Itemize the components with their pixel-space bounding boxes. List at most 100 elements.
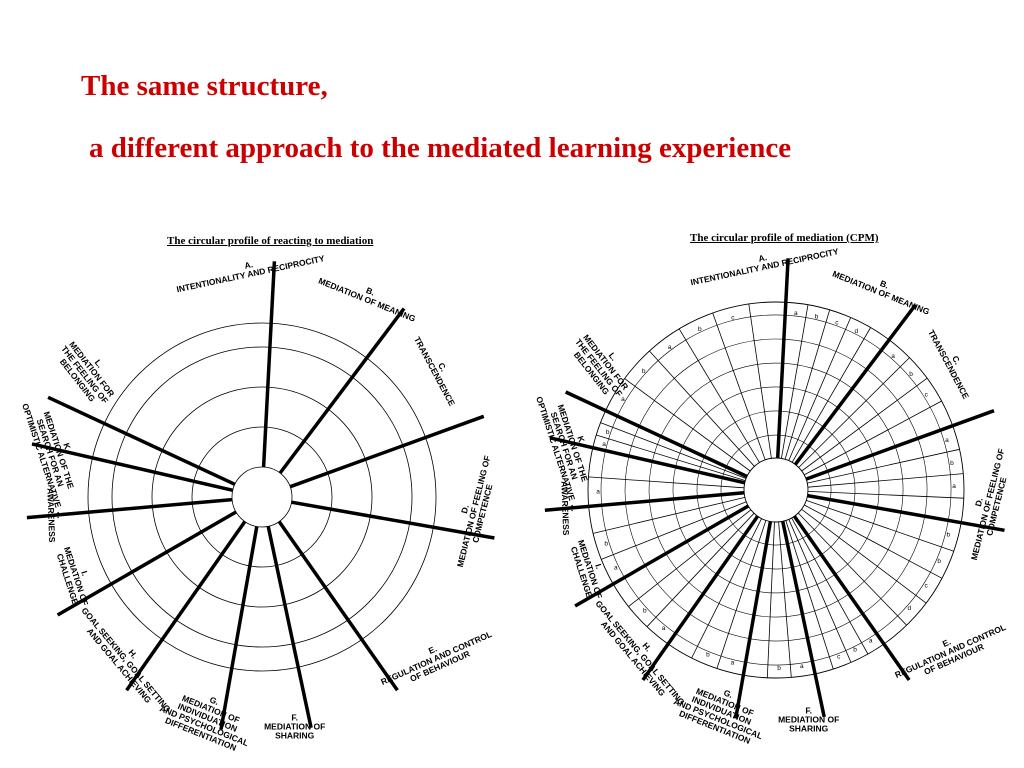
left-axis-l [47, 395, 236, 486]
right-grid-arc [785, 314, 882, 351]
left-axis-c [289, 414, 485, 489]
right-grid-arc [675, 633, 746, 663]
right-grid-arc [725, 434, 779, 467]
right-sub-axis [766, 521, 775, 678]
left-axis-d [291, 500, 495, 540]
right-grid-arc [876, 520, 949, 634]
right-sub-axis [588, 476, 745, 489]
right-sub-letter: b [815, 314, 819, 321]
right-sub-axis [646, 513, 755, 627]
right-sub-letter: b [777, 665, 781, 672]
left-axis-k [31, 442, 234, 493]
right-sub-letter: b [937, 558, 941, 565]
right-sub-letter: a [602, 441, 606, 448]
right-sub-letter: a [662, 625, 666, 632]
right-grid-arc [762, 567, 793, 570]
right-grid-arc [783, 338, 868, 370]
right-grid-arc [625, 503, 646, 566]
right-sub-axis [788, 519, 852, 663]
right-grid-arc [780, 410, 824, 428]
left-axis-f [266, 525, 313, 729]
left-axis-a [261, 261, 277, 468]
right-grid-arc [675, 446, 683, 467]
right-sub-axis [596, 434, 746, 481]
right-sub-axis [801, 377, 928, 472]
right-grid-arc [698, 456, 705, 473]
right-grid-arc [778, 434, 810, 447]
right-grid-arc [808, 445, 828, 472]
right-grid-arc [624, 577, 676, 634]
right-grid-arc [812, 633, 877, 662]
right-sub-letter: b [909, 371, 913, 378]
right-grid-arc [689, 613, 750, 639]
left-ring-4 [111, 346, 413, 648]
right-diagram-caption: The circular profile of mediation (CPM) [690, 232, 879, 244]
right-axis-f [780, 520, 826, 718]
right-sub-axis [784, 309, 831, 460]
right-axis-g [733, 521, 773, 719]
right-axis-b [793, 303, 917, 466]
right-sub-letter: b [604, 541, 608, 548]
right-grid-arc [749, 637, 808, 642]
right-sub-axis [593, 497, 745, 534]
right-label-h: H.GOAL SEEKING, GOAL SETTINGAND GOAL ACH… [587, 593, 694, 713]
right-sub-letter: c [837, 654, 841, 661]
right-sub-axis [788, 317, 852, 461]
right-axis-c [805, 409, 995, 481]
right-sub-letter: b [698, 326, 702, 333]
right-axis-d [807, 493, 1005, 533]
right-grid-arc [895, 446, 904, 513]
right-sub-letter: c [925, 392, 929, 399]
right-sub-axis [785, 520, 834, 670]
right-axis-a [775, 258, 790, 459]
right-sub-axis [791, 517, 869, 655]
right-sub-letter: b [642, 368, 646, 375]
right-grid-arc [862, 516, 925, 614]
left-axis-e [277, 520, 399, 692]
right-sub-letter: a [731, 660, 735, 667]
right-grid-arc [665, 553, 704, 595]
left-label-j: J.AWARENESS [45, 488, 66, 543]
right-grid-arc [807, 499, 831, 536]
right-sub-letter: b [643, 607, 647, 614]
right-grid-arc [852, 388, 896, 447]
right-sub-letter: b [946, 532, 950, 539]
right-sub-axis [778, 521, 792, 678]
right-grid-arc [917, 438, 928, 517]
left-axis-g [219, 526, 259, 730]
left-ring-1 [231, 466, 293, 528]
right-axis-k [549, 436, 746, 485]
right-grid-arc [744, 534, 767, 545]
right-sub-letter: d [854, 328, 858, 335]
right-sub-letter: a [945, 437, 949, 444]
right-grid-arc [682, 386, 782, 447]
right-inner-ring [743, 457, 809, 523]
headline-line-1: The same structure, [81, 70, 328, 102]
right-grid-arc [703, 593, 754, 616]
right-sub-axis [791, 327, 871, 463]
right-grid-arc [758, 590, 798, 594]
right-sub-axis [628, 509, 752, 607]
right-sub-axis [691, 518, 762, 659]
right-grid-arc [881, 349, 941, 431]
right-grid-arc [628, 426, 640, 457]
right-grid-arc [940, 429, 952, 521]
left-label-l: L.MEDIATION FORTHE FEELING OFBELONGING [52, 333, 124, 411]
right-sub-letter: a [800, 663, 804, 670]
right-grid-arc [716, 574, 759, 592]
right-label-d: D.MEDIATION OF FEELING OFCOMPETENCE [960, 445, 1015, 563]
right-grid-arc [802, 593, 849, 615]
right-grid-arc [848, 512, 902, 595]
right-grid-arc [753, 613, 803, 618]
right-sub-letter: b [853, 647, 857, 654]
left-label-h: H.GOAL SEEKING, GOAL SETTINGAND GOAL ACH… [73, 600, 180, 720]
left-label-i: I.MEDIATION OFCHALLENGE [53, 543, 99, 610]
right-grid-arc [837, 407, 874, 455]
right-grid-arc [673, 498, 688, 542]
right-grid-arc [866, 369, 919, 439]
right-sub-letter: a [621, 396, 625, 403]
